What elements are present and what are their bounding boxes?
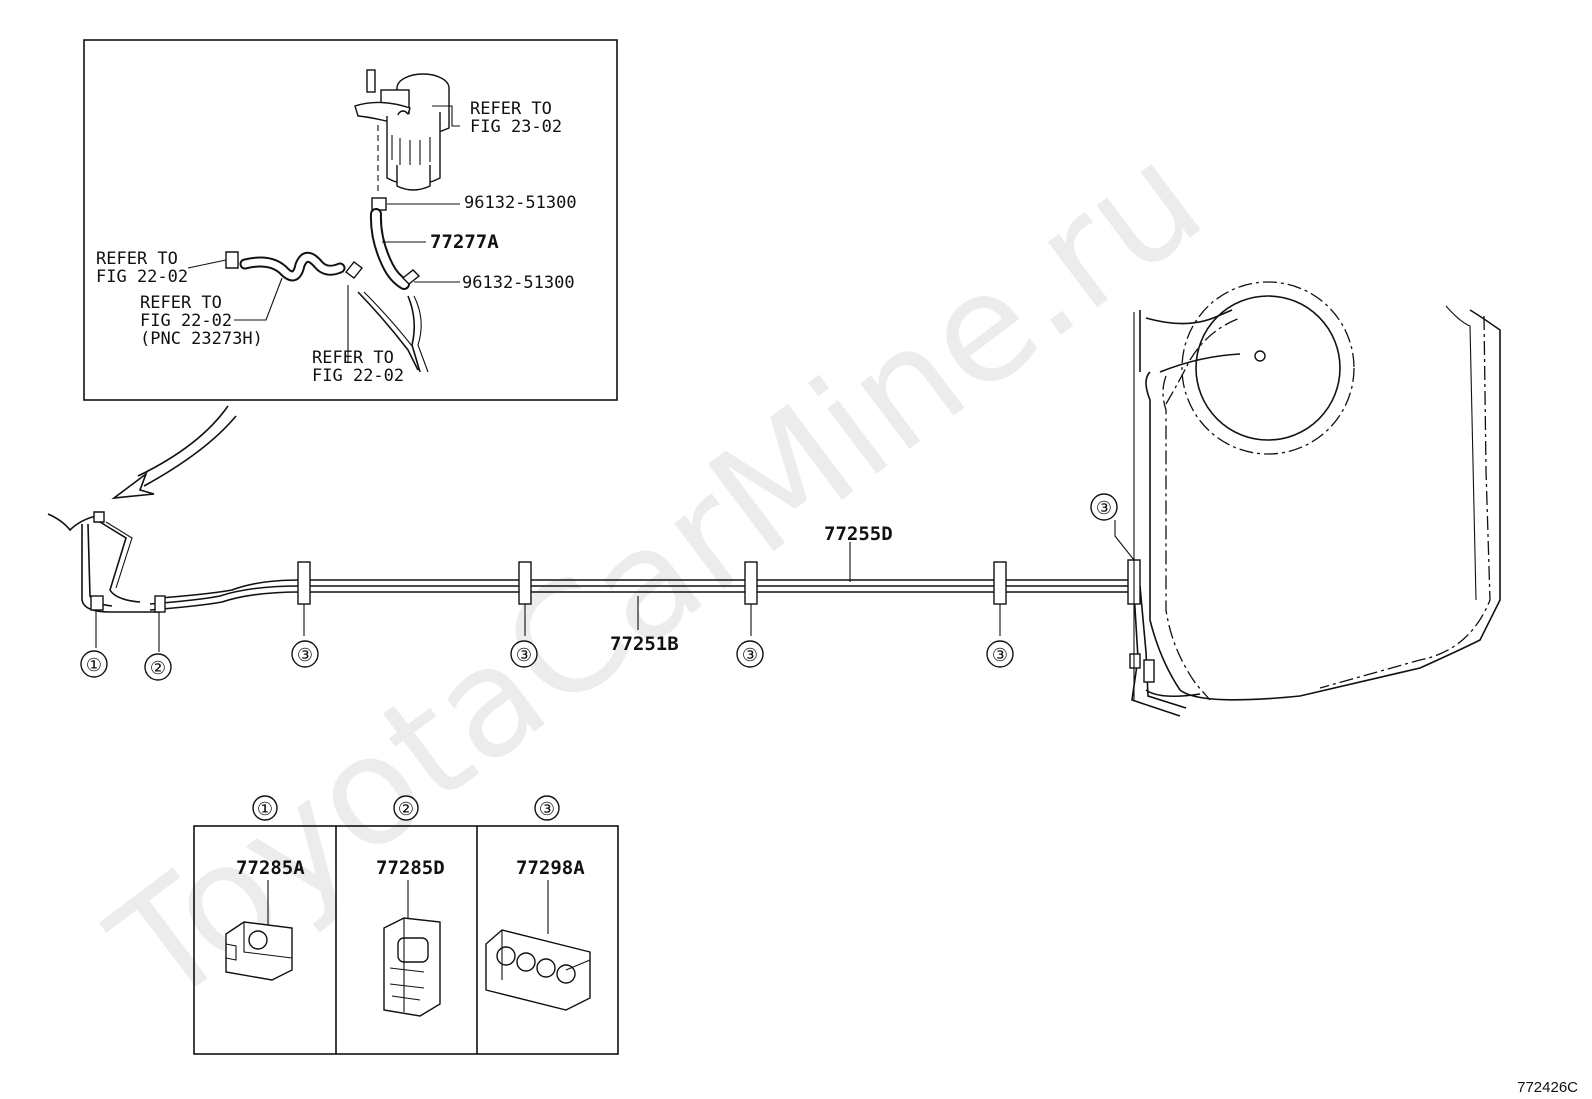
callout-3d-label: ③ [992, 645, 1008, 666]
legend-num-3: ③ [539, 799, 555, 820]
refer-fig-23-02-line1: REFER TO [470, 99, 552, 119]
hose-clip-icon [225, 251, 239, 269]
refer-left-line2: FIG 22-02 [96, 267, 188, 287]
legend-num-2: ② [398, 799, 414, 820]
inset-frame [83, 39, 618, 401]
callout-3d [986, 640, 1014, 668]
clamp-top-part-number: 96132-51300 [464, 193, 577, 213]
callout-3b-label: ③ [516, 645, 532, 666]
callout-2-main-label: ② [150, 658, 166, 679]
clamp-3b-icon [518, 561, 532, 605]
callout-1-main-label: ① [86, 655, 102, 676]
main-clamps [90, 559, 1141, 613]
callout-1-main [80, 650, 108, 678]
clamp-1-icon [90, 595, 104, 611]
clip-77298A-icon [485, 929, 591, 1011]
clamp-top-icon [371, 197, 387, 211]
legend-part-1: 77285A [236, 857, 305, 879]
legend-part-2: 77285D [376, 857, 445, 879]
callout-3b [510, 640, 538, 668]
callout-3e [1090, 493, 1118, 521]
inset-detail: REFER TO FIG 23-02 96132-51300 77277A 96… [83, 39, 618, 401]
fuel-filter-drawing [354, 69, 450, 195]
callout-3a [291, 640, 319, 668]
refer-bottom-line2: FIG 22-02 [312, 366, 404, 386]
watermark: ToyotaCarMine.ru [81, 111, 1233, 1039]
refer-pnc-line3: (PNC 23273H) [140, 329, 263, 349]
refer-left-line1: REFER TO [96, 249, 178, 269]
callout-3a-label: ③ [297, 645, 313, 666]
refer-fig-23-02-line2: FIG 23-02 [470, 117, 562, 137]
tube-upper-part-number: 77255D [824, 523, 893, 545]
clamp-3c-icon [744, 561, 758, 605]
tube-lower-part-number: 77251B [610, 633, 679, 655]
hose-part-number: 77277A [430, 231, 499, 253]
fuel-lines [47, 511, 1201, 717]
clamp-3d-icon [993, 561, 1007, 605]
refer-pnc-line1: REFER TO [140, 293, 222, 313]
callouts: ① ② ③ ③ ③ ③ ③ [80, 493, 1135, 681]
legend-num-1: ① [257, 799, 273, 820]
clip-77285D-icon [383, 917, 441, 1017]
clamp-3a-icon [297, 561, 311, 605]
callout-3e-label: ③ [1096, 498, 1112, 519]
callout-3c-label: ③ [742, 645, 758, 666]
detail-arrow [111, 405, 237, 500]
fuel-tank-outline [1133, 281, 1501, 701]
joint-clip-icon [345, 261, 363, 279]
refer-pnc-line2: FIG 22-02 [140, 311, 232, 331]
refer-bottom-line1: REFER TO [312, 348, 394, 368]
figure-code: 772426C [1517, 1079, 1578, 1096]
callout-2-main [144, 653, 172, 681]
legend-frame [193, 825, 619, 1055]
clamp-bottom-icon [401, 269, 421, 285]
clamp-bottom-part-number: 96132-51300 [462, 273, 575, 293]
clamp-2-icon [154, 595, 166, 613]
legend-part-3: 77298A [516, 857, 585, 879]
callout-3c [736, 640, 764, 668]
clamp-legend: ① ② ③ 77285A 77285D 77298A [193, 795, 619, 1055]
clip-77285A-icon [225, 921, 293, 981]
